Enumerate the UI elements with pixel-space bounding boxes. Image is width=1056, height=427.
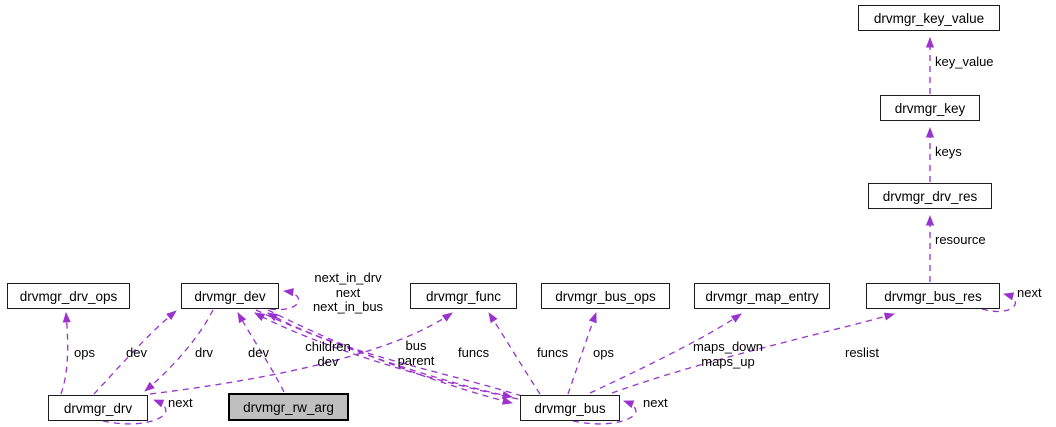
edge-label-drv-dev: dev [126, 345, 147, 360]
edge-bus-next [572, 400, 637, 425]
node-drvmgr-bus[interactable]: drvmgr_bus [520, 395, 620, 421]
node-drvmgr-key[interactable]: drvmgr_key [880, 95, 980, 121]
edge-bus-ops [567, 312, 597, 395]
edge-rw-dev [237, 312, 285, 393]
edge-label-dev-drv: drv [195, 345, 214, 360]
edge-dev-next [269, 288, 300, 311]
node-drvmgr-bus-ops[interactable]: drvmgr_bus_ops [541, 283, 670, 309]
edge-drv-next [102, 399, 167, 425]
edge-label-bus-next: next [643, 395, 668, 410]
node-drvmgr-dev[interactable]: drvmgr_dev [181, 283, 279, 309]
edge-dev-bus-2 [267, 309, 513, 405]
edge-maps [589, 313, 742, 394]
edge-label-drv-next: next [168, 395, 193, 410]
edge-label-resource: resource [935, 232, 986, 247]
edge-bus-children-2 [267, 312, 523, 397]
edge-label-bus-funcs: funcs [537, 345, 569, 360]
node-drvmgr-drv-res[interactable]: drvmgr_drv_res [868, 183, 992, 209]
edge-busres-next [981, 292, 1017, 313]
edge-label-busres-next: next [1017, 285, 1042, 300]
edge-drv-ops [60, 312, 71, 395]
edge-label-key-value: key_value [935, 54, 994, 69]
edge-drv-funcs [149, 312, 453, 395]
edge-bus-children-1 [254, 312, 519, 400]
node-drvmgr-func[interactable]: drvmgr_func [410, 283, 517, 309]
edge-label-drv-funcs: funcs [458, 345, 490, 360]
edge-label-reslist: reslist [845, 345, 879, 360]
node-drvmgr-bus-res[interactable]: drvmgr_bus_res [866, 283, 1000, 309]
edge-label-bus-parent: bus parent [397, 338, 435, 368]
edge-label-dev-next: next_in_drv next next_in_bus [312, 270, 384, 314]
node-drvmgr-rw-arg: drvmgr_rw_arg [228, 393, 349, 421]
edge-label-drv-ops: ops [74, 345, 95, 360]
node-drvmgr-drv-ops[interactable]: drvmgr_drv_ops [7, 283, 130, 309]
edge-label-children-dev: children dev [305, 339, 351, 369]
edge-label-rw-dev: dev [248, 345, 269, 360]
node-drvmgr-drv[interactable]: drvmgr_drv [48, 395, 148, 421]
edge-reslist [611, 312, 895, 394]
edge-dev-drv [144, 309, 214, 392]
node-drvmgr-key-value[interactable]: drvmgr_key_value [858, 5, 1000, 31]
edge-label-keys: keys [935, 144, 962, 159]
edge-label-maps: maps_down maps_up [692, 339, 764, 369]
edge-bus-funcs [488, 312, 541, 395]
edge-drv-dev [93, 310, 177, 395]
node-drvmgr-map-entry[interactable]: drvmgr_map_entry [694, 283, 830, 309]
edge-label-bus-ops: ops [593, 345, 614, 360]
